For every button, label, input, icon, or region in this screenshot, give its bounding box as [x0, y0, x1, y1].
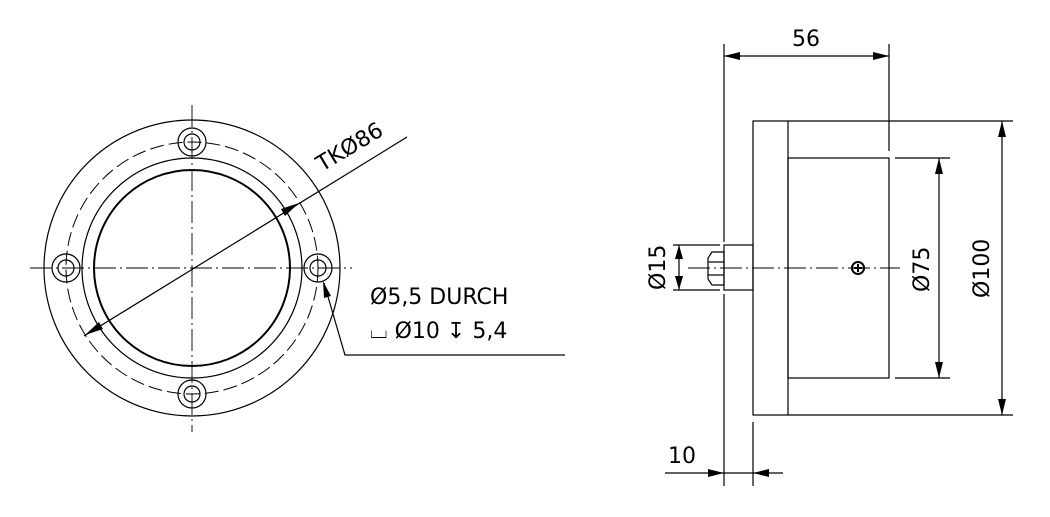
- center-mark-icon: [851, 261, 865, 275]
- flange-diameter-label: Ø100: [970, 239, 995, 298]
- fitting-diameter-dimension: Ø15: [646, 244, 720, 291]
- hex-nut: [707, 251, 725, 286]
- hole-callout: Ø5,5 DURCH ⌴ Ø10 ↧ 5,4: [323, 281, 565, 356]
- housing-ring: [81, 157, 303, 379]
- flange-outer-circle: [43, 119, 341, 417]
- body-diameter-label: Ø75: [910, 247, 935, 292]
- bolt-hole-left: [51, 253, 81, 283]
- housing-inner-circle: [93, 169, 291, 367]
- length-dimension-56: 56: [723, 27, 890, 486]
- front-view: TKØ86 Ø5,5 DURCH ⌴ Ø10 ↧ 5,4: [30, 105, 565, 432]
- hole-callout-line2: ⌴ Ø10 ↧ 5,4: [370, 319, 507, 344]
- flange-thickness-label: 10: [668, 444, 696, 469]
- fitting: [723, 244, 754, 291]
- hole-callout-line1: Ø5,5 DURCH: [370, 285, 508, 310]
- flange-diameter-dimension: Ø100: [788, 120, 1013, 416]
- length-label: 56: [792, 27, 820, 52]
- bolt-holes: [51, 127, 333, 409]
- flange-thickness-dimension: 10: [665, 422, 783, 486]
- bolt-circle: [65, 141, 319, 395]
- side-view: 56 10 Ø15 Ø75: [646, 27, 1013, 486]
- bolt-hole-top: [177, 127, 207, 157]
- bolt-hole-right: [303, 253, 333, 283]
- fitting-diameter-label: Ø15: [646, 245, 671, 290]
- bolt-circle-dimension: TKØ86: [83, 118, 408, 337]
- bolt-hole-bottom: [177, 379, 207, 409]
- bolt-circle-label: TKØ86: [311, 118, 387, 178]
- body-diameter-dimension: Ø75: [895, 157, 950, 379]
